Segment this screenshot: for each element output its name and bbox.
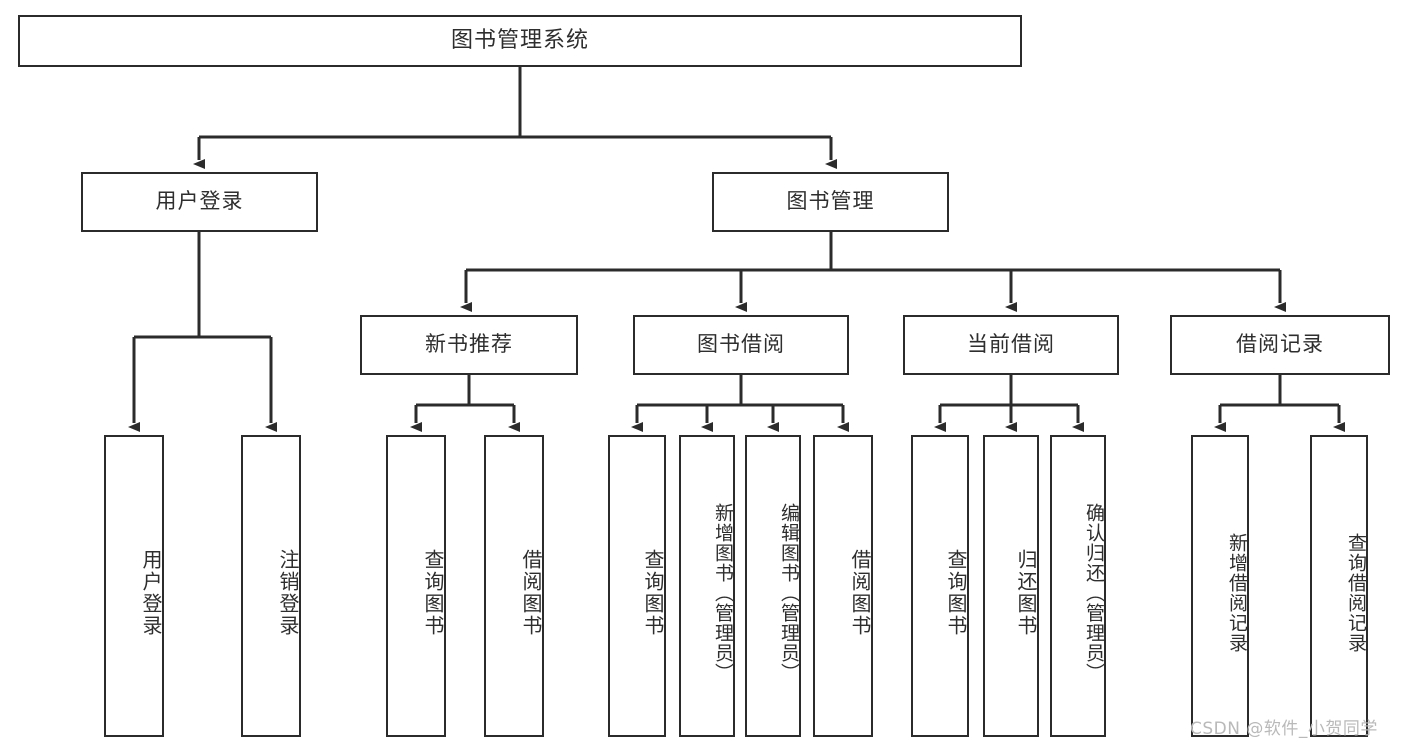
node-leaf-add-borrow-record[interactable]: 新增借阅记录	[1191, 435, 1249, 737]
node-leaf-logout[interactable]: 注销登录	[241, 435, 301, 737]
node-level2-user-login[interactable]: 用户登录	[81, 172, 318, 232]
node-leaf-add-book-admin[interactable]: 新增图书（管理员）	[679, 435, 735, 737]
node-leaf-query-book-borrow[interactable]: 查询图书	[608, 435, 666, 737]
node-leaf-return-book[interactable]: 归还图书	[983, 435, 1039, 737]
node-leaf-user-login[interactable]: 用户登录	[104, 435, 164, 737]
csdn-watermark: CSDN @软件_小贺同学	[1190, 719, 1378, 739]
node-root[interactable]: 图书管理系统	[18, 15, 1022, 67]
node-level3-new-book-recommend[interactable]: 新书推荐	[360, 315, 578, 375]
node-leaf-query-borrow-record[interactable]: 查询借阅记录	[1310, 435, 1368, 737]
node-leaf-edit-book-admin[interactable]: 编辑图书（管理员）	[745, 435, 801, 737]
node-leaf-borrow-book-recommend[interactable]: 借阅图书	[484, 435, 544, 737]
node-leaf-query-book-recommend[interactable]: 查询图书	[386, 435, 446, 737]
node-level2-book-management[interactable]: 图书管理	[712, 172, 949, 232]
node-leaf-borrow-book[interactable]: 借阅图书	[813, 435, 873, 737]
node-level3-borrow-record[interactable]: 借阅记录	[1170, 315, 1390, 375]
node-level3-book-borrow[interactable]: 图书借阅	[633, 315, 849, 375]
node-leaf-query-book-current[interactable]: 查询图书	[911, 435, 969, 737]
node-leaf-confirm-return-admin[interactable]: 确认归还（管理员）	[1050, 435, 1106, 737]
node-level3-current-borrow[interactable]: 当前借阅	[903, 315, 1119, 375]
